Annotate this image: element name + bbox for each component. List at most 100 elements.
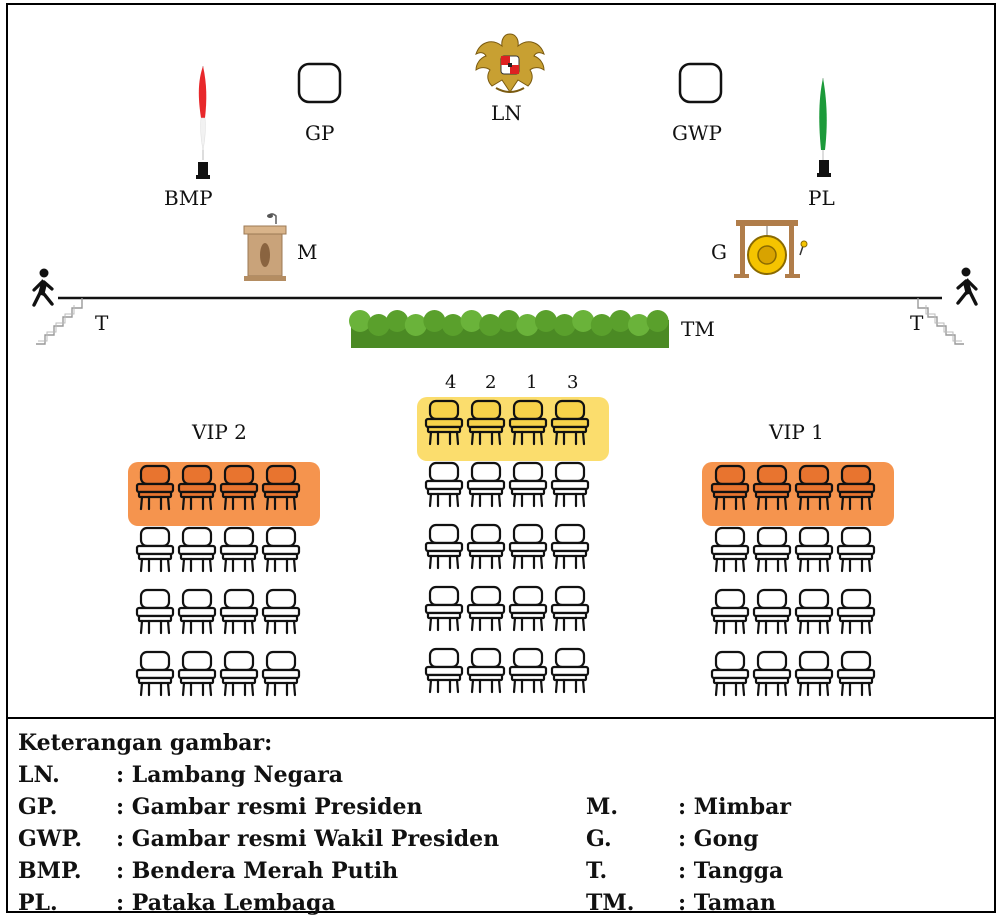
podium-icon [243,213,287,281]
label-gp: GP [305,121,335,145]
chair-icon [550,399,590,446]
chair-icon [508,399,548,446]
chair-icon [424,461,464,508]
walking-person-right-icon [956,267,978,306]
front-seat-number: 3 [567,372,579,393]
chair-icon [424,523,464,570]
chair-icon [710,588,750,635]
legend-desc: : Gambar resmi Wakil Presiden [116,826,500,852]
chair-icon [794,464,834,511]
chair-icon [424,585,464,632]
legend-code: BMP. [18,858,82,884]
chair-icon [508,523,548,570]
chair-icon [261,526,301,573]
front-seat-number: 1 [526,372,538,393]
pataka-banner-icon [817,78,831,177]
legend-title: Keterangan gambar: [18,730,273,756]
chair-icon [466,585,506,632]
legend-code: GWP. [18,826,83,852]
chair-icon [752,464,792,511]
legend-code: M. [586,794,619,820]
front-seat-number: 4 [445,372,457,393]
chair-icon [219,464,259,511]
vice-president-portrait-frame-icon [678,62,723,104]
label-m: M [297,240,318,264]
legend-desc: : Lambang Negara [116,762,344,788]
chair-icon [508,461,548,508]
legend-code: PL. [18,890,58,916]
chair-icon [135,650,175,697]
walking-person-left-icon [32,268,54,307]
chair-icon [752,588,792,635]
legend-code: GP. [18,794,58,820]
legend-desc: : Pataka Lembaga [116,890,336,916]
legend-separator [6,717,996,719]
legend-desc: : Gambar resmi Presiden [116,794,423,820]
chair-icon [794,588,834,635]
chair-icon [710,464,750,511]
chair-icon [424,647,464,694]
label-t-right: T [910,311,924,335]
chair-icon [836,526,876,573]
chair-icon [177,588,217,635]
chair-icon [752,650,792,697]
chair-icon [135,464,175,511]
chair-icon [135,588,175,635]
chair-icon [135,526,175,573]
seating-area [135,399,876,697]
label-ln: LN [491,101,522,125]
chair-icon [794,526,834,573]
garuda-emblem-icon [475,33,545,93]
chair-icon [836,650,876,697]
gong-icon [734,220,808,278]
chair-icon [177,650,217,697]
chair-icon [177,464,217,511]
president-portrait-frame-icon [297,62,342,104]
legend-desc: : Taman [678,890,776,916]
chair-icon [466,647,506,694]
legend-code: TM. [586,890,635,916]
label-tm: TM [681,317,715,341]
legend-desc: : Gong [678,826,759,852]
legend-code: LN. [18,762,60,788]
chair-icon [836,588,876,635]
chair-icon [424,399,464,446]
legend-desc: : Mimbar [678,794,791,820]
chair-icon [752,526,792,573]
label-bmp: BMP [164,186,213,210]
chair-icon [261,464,301,511]
legend-code: T. [586,858,608,884]
label-gwp: GWP [672,121,722,145]
chair-icon [550,461,590,508]
label-g: G [711,240,727,264]
stairs-left-icon [36,298,83,345]
chair-icon [508,585,548,632]
legend-code: G. [586,826,612,852]
chair-icon [261,588,301,635]
chair-icon [466,399,506,446]
chair-icon [550,523,590,570]
chair-icon [219,526,259,573]
chair-icon [550,585,590,632]
chair-icon [219,650,259,697]
label-vip1: VIP 1 [769,420,824,444]
chair-icon [794,650,834,697]
label-t-left: T [95,311,109,335]
chair-icon [710,650,750,697]
chair-icon [836,464,876,511]
chair-icon [710,526,750,573]
chair-icon [177,526,217,573]
chair-icon [466,461,506,508]
label-pl: PL [808,186,835,210]
legend-desc: : Bendera Merah Putih [116,858,399,884]
label-vip2: VIP 2 [192,420,247,444]
garden-hedge-icon [349,310,669,348]
chair-icon [219,588,259,635]
chair-icon [261,650,301,697]
chair-icon [508,647,548,694]
red-white-flag-icon [196,66,210,179]
front-seat-number: 2 [485,372,497,393]
legend-desc: : Tangga [678,858,784,884]
chair-icon [466,523,506,570]
